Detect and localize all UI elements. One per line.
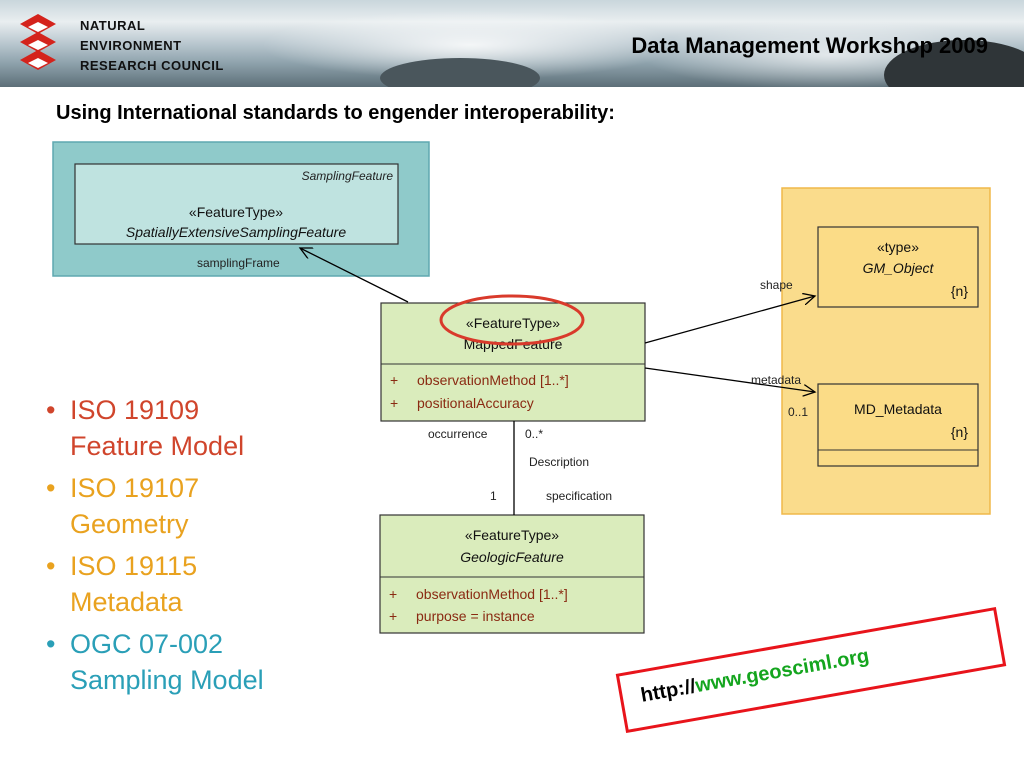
metadata-arrow — [644, 367, 815, 392]
list-item: • ISO 19115 Metadata — [42, 548, 342, 620]
md-tag: {n} — [951, 424, 968, 440]
geologic-stereotype: «FeatureType» — [465, 527, 559, 543]
geologic-attr: observationMethod [1..*] — [416, 586, 568, 602]
org-line: RESEARCH COUNCIL — [80, 58, 224, 73]
list-item: • OGC 07-002 Sampling Model — [42, 626, 342, 698]
sampling-class-box — [74, 163, 399, 245]
bullet-line: Sampling Model — [70, 665, 264, 695]
shape-arrow — [644, 296, 815, 344]
mapped-feature-box — [380, 302, 646, 422]
geologic-feature-box — [379, 514, 645, 634]
bullet-line: Geometry — [70, 509, 189, 539]
bullet-line: Feature Model — [70, 431, 245, 461]
mapped-attr-vis: + — [390, 372, 398, 388]
org-line: NATURAL — [80, 18, 146, 33]
sampling-stereotype: «FeatureType» — [189, 204, 283, 220]
standards-list: • ISO 19109 Feature Model • ISO 19107 Ge… — [42, 392, 342, 704]
bullet-line: ISO 19107 — [70, 473, 200, 503]
bullet-dot-icon: • — [46, 629, 56, 659]
header-banner: NATURAL ENVIRONMENT RESEARCH COUNCIL Dat… — [0, 0, 1024, 87]
occurrence-multiplicity: 0..* — [525, 427, 543, 441]
workshop-title: Data Management Workshop 2009 — [631, 33, 988, 58]
description-label: Description — [529, 455, 589, 469]
geologic-class-name: GeologicFeature — [460, 549, 564, 565]
list-item: • ISO 19109 Feature Model — [42, 392, 342, 464]
gm-tag: {n} — [951, 283, 968, 299]
md-class-name: MD_Metadata — [854, 401, 942, 417]
geologic-attr-vis: + — [389, 586, 397, 602]
nerc-logo-icon — [20, 14, 56, 70]
occurrence-label: occurrence — [428, 427, 488, 441]
mapped-attr: observationMethod [1..*] — [417, 372, 569, 388]
sampling-frame-arrow — [300, 248, 409, 303]
bullet-line: ISO 19115 — [70, 551, 198, 581]
bullet-dot-icon: • — [46, 473, 56, 503]
gm-stereotype: «type» — [877, 239, 919, 255]
shape-label: shape — [760, 278, 793, 292]
sampling-frame-label: samplingFrame — [197, 256, 280, 270]
link-prefix: http:// — [639, 675, 698, 707]
metadata-label: metadata — [751, 373, 801, 387]
slide-subtitle: Using International standards to engende… — [56, 102, 615, 124]
bullet-dot-icon: • — [46, 551, 56, 581]
bullet-line: ISO 19109 — [70, 395, 200, 425]
sampling-package-label: SamplingFeature — [302, 169, 394, 183]
metadata-multiplicity: 0..1 — [788, 405, 808, 419]
md-metadata-box — [817, 383, 979, 467]
mapped-attr-vis: + — [390, 395, 398, 411]
organization-name: NATURAL ENVIRONMENT RESEARCH COUNCIL — [80, 16, 224, 76]
rock-decoration — [380, 58, 540, 87]
bullet-dot-icon: • — [46, 395, 56, 425]
bullet-line: OGC 07-002 — [70, 629, 224, 659]
list-item: • ISO 19107 Geometry — [42, 470, 342, 542]
highlight-ellipse — [439, 294, 585, 346]
geologic-attr-vis: + — [389, 608, 397, 624]
geologic-attr: purpose = instance — [416, 608, 535, 624]
gm-object-box — [817, 226, 979, 308]
specification-multiplicity: 1 — [490, 489, 497, 503]
sampling-class-name: SpatiallyExtensiveSamplingFeature — [126, 224, 346, 240]
org-line: ENVIRONMENT — [80, 38, 182, 53]
bullet-line: Metadata — [70, 587, 183, 617]
mapped-stereotype: «FeatureType» — [466, 315, 560, 331]
specification-label: specification — [546, 489, 612, 503]
gm-class-name: GM_Object — [863, 260, 935, 276]
mapped-attr: positionalAccuracy — [417, 395, 534, 411]
